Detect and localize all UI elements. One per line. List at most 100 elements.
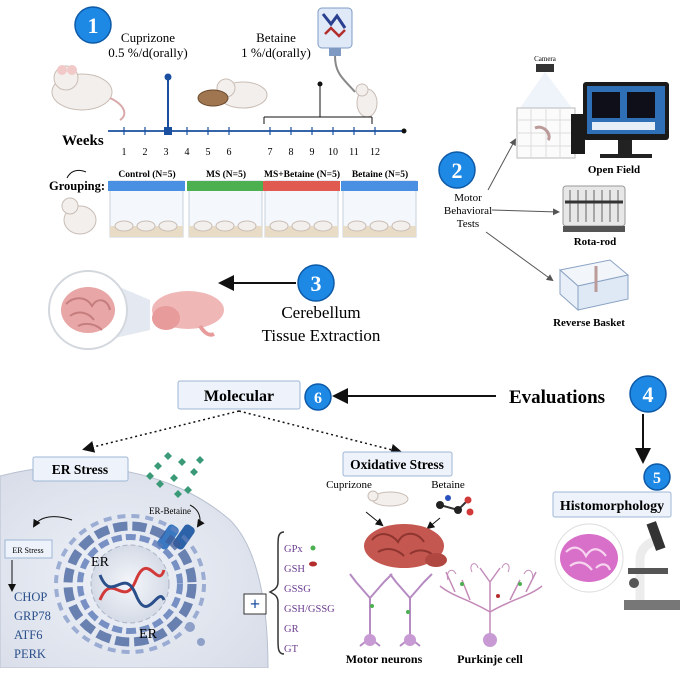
- er-betaine-arrow: [189, 504, 205, 528]
- cuprizone-dose: 0.5 %/d(orally): [108, 45, 187, 60]
- week-tick-label: 11: [349, 147, 359, 158]
- camera-icon: [536, 64, 554, 72]
- step-3-number: 3: [311, 271, 322, 296]
- step-1-badge: 1: [74, 6, 112, 44]
- week-tick-label: 10: [328, 147, 338, 158]
- betaine-dose: 1 %/d(orally): [241, 45, 311, 60]
- betaine-molecule: [184, 486, 192, 494]
- ox-marker: GR: [284, 624, 299, 635]
- purkinje-cell-label: Purkinje cell: [457, 652, 523, 666]
- rota-rod-icon: [562, 185, 626, 232]
- step-1-number: 1: [88, 13, 99, 38]
- arrow-to-open-field: [487, 138, 516, 191]
- er-label-2: ER: [139, 627, 158, 642]
- cage-2: [187, 180, 264, 238]
- markers-bracket: [268, 531, 285, 655]
- cuprizone-start-dot: [164, 73, 172, 81]
- extraction-line1: Cerebellum: [281, 303, 360, 322]
- plus-sign: +: [250, 594, 260, 614]
- ox-marker: GSSG: [284, 584, 311, 595]
- step-5-number: 5: [653, 470, 661, 487]
- week-tick-label: 3: [164, 147, 169, 158]
- step-4-number: 4: [643, 382, 654, 407]
- week-tick-label: 6: [227, 147, 232, 158]
- er-betaine-label: ER-Betaine: [149, 506, 191, 516]
- betaine-label: Betaine: [256, 30, 296, 45]
- betaine-molecule: [164, 452, 172, 460]
- group-label: MS (N=5): [206, 169, 246, 180]
- water-bottle-icon: [317, 7, 356, 93]
- reverse-basket-label: Reverse Basket: [553, 317, 625, 329]
- arrow-to-oxidative-stress: [238, 410, 403, 456]
- reverse-basket-icon: [558, 259, 630, 312]
- er-marker: CHOP: [14, 590, 47, 604]
- betaine-molecule: [196, 456, 204, 464]
- week-tick-label: 2: [143, 147, 148, 158]
- group-label: Control (N=5): [118, 169, 175, 180]
- step-2-badge: 2: [438, 151, 476, 189]
- arrow-to-reverse-basket: [485, 231, 554, 282]
- gpx-dot: [310, 545, 316, 551]
- week-tick-label: 8: [289, 147, 294, 158]
- betaine-molecule: [156, 480, 164, 488]
- arrow-to-er-stress: [82, 410, 240, 453]
- step-4-badge: 4: [629, 375, 667, 413]
- week-tick-label: 12: [370, 147, 380, 158]
- ox-marker: GT: [284, 644, 299, 655]
- oxidative-stress-title: Oxidative Stress: [350, 457, 444, 472]
- grouping-curve: [66, 169, 87, 179]
- histomorphology-label: Histomorphology: [560, 499, 664, 514]
- gsh-dot: [309, 561, 317, 567]
- vesicle: [197, 638, 205, 646]
- ox-marker: GPx: [284, 544, 303, 555]
- cerebellum-icon: [48, 270, 224, 350]
- tests-label-line3: Tests: [457, 218, 479, 230]
- step-6-number: 6: [314, 390, 322, 407]
- step-5-badge: 5: [643, 463, 671, 491]
- cuprizone-label: Cuprizone: [121, 30, 175, 45]
- er-stress-box: [32, 456, 129, 482]
- cage-3: [263, 180, 340, 238]
- vesicle: [185, 622, 195, 632]
- molecular-box: [177, 380, 301, 410]
- evaluations-label: Evaluations: [509, 387, 605, 408]
- er-stress-small-arrow: [32, 516, 73, 528]
- er-marker: ATF6: [14, 628, 42, 642]
- rat-with-food-icon: [197, 78, 268, 109]
- week-tick-label: 4: [185, 147, 190, 158]
- group-label: Betaine (N=5): [352, 169, 408, 180]
- motor-neuron-icon: [349, 573, 433, 647]
- open-field-label: Open Field: [588, 164, 640, 176]
- betaine-molecule: [146, 472, 154, 480]
- betaine-molecule: [174, 490, 182, 498]
- rat-icon-small: [61, 197, 97, 235]
- histology-slide-icon: [554, 523, 624, 593]
- er-stress-title: ER Stress: [52, 462, 108, 477]
- week-tick-label: 5: [206, 147, 211, 158]
- betaine-molecule-icon: [436, 495, 474, 516]
- week-tick-label: 7: [268, 147, 273, 158]
- open-field-icon: Camera: [516, 55, 669, 159]
- motor-neurons-label: Motor neurons: [346, 652, 423, 666]
- er-label-1: ER: [91, 555, 110, 570]
- oxidative-stress-box: [342, 451, 453, 477]
- microscope-icon: [624, 521, 680, 610]
- brain-icon: [364, 524, 447, 568]
- plus-box: [243, 593, 267, 615]
- extraction-line2: Tissue Extraction: [262, 326, 381, 345]
- histomorphology-box: [552, 491, 672, 518]
- week-tick-label: 9: [310, 147, 315, 158]
- group-label: MS+Betaine (N=5): [264, 169, 340, 180]
- weeks-axis-end: [401, 128, 407, 134]
- er-marker: PERK: [14, 647, 46, 661]
- betaine-molecule: [178, 458, 186, 466]
- ox-cuprizone-label: Cuprizone: [326, 479, 372, 491]
- rat-icon-ox: [367, 490, 409, 507]
- ox-marker: GSH/GSSG: [284, 604, 335, 615]
- group-cages: Control (N=5) MS (N=5) MS+Betaine (N=5) Bet…: [108, 169, 418, 238]
- step-2-number: 2: [452, 158, 463, 183]
